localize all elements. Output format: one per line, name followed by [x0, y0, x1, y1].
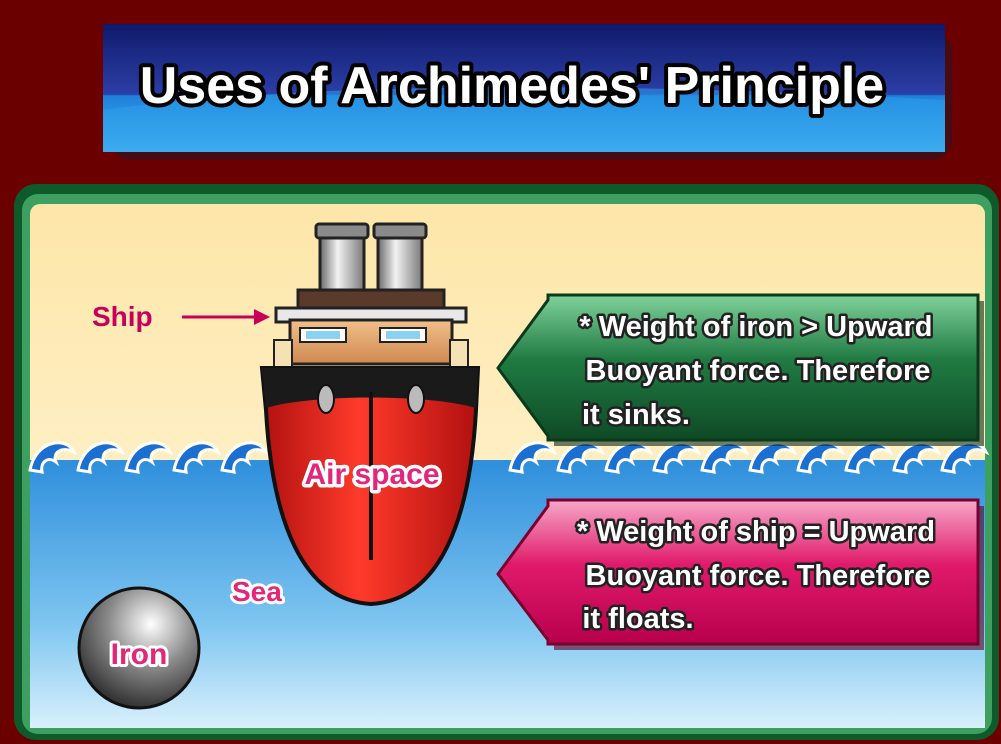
ship-floats-box: * Weight of ship = Upward Buoyant force.… — [496, 498, 984, 650]
ship-box-line-1: * Weight of ship = Upward — [577, 516, 935, 548]
svg-text:* Weight of ship = Upward: * Weight of ship = Upward Buoyant force.… — [577, 516, 943, 635]
wave-crest — [28, 441, 78, 474]
wave-crest — [124, 441, 174, 474]
ship-illustration — [259, 222, 481, 607]
iron-sinks-box: * Weight of iron > Upward Buoyant force.… — [496, 293, 984, 446]
iron-box-line-3: it sinks. — [582, 399, 690, 431]
page-title: Uses of Archimedes' Principle — [140, 57, 884, 115]
iron-label: Iron — [111, 638, 168, 671]
ship-box-line-3: it floats. — [582, 603, 693, 635]
wave-crest — [172, 441, 222, 474]
air-space-label: Air space — [304, 458, 439, 491]
title-banner: Uses of Archimedes' Principle — [103, 24, 952, 160]
svg-text:* Weight of iron > Upward: * Weight of iron > Upward Buoyant force.… — [579, 311, 940, 431]
sea-label: Sea — [232, 576, 282, 607]
wave-crest — [76, 441, 126, 474]
iron-ball: Iron — [77, 586, 201, 710]
ship-box-line-2: Buoyant force. Therefore — [586, 560, 931, 592]
ship-label: Ship — [92, 301, 153, 332]
iron-box-line-1: * Weight of iron > Upward — [579, 311, 932, 343]
ship-pointer-arrow — [182, 309, 270, 325]
wave-crest — [220, 441, 270, 474]
iron-box-line-2: Buoyant force. Therefore — [586, 355, 931, 387]
wave-crest — [508, 441, 558, 474]
